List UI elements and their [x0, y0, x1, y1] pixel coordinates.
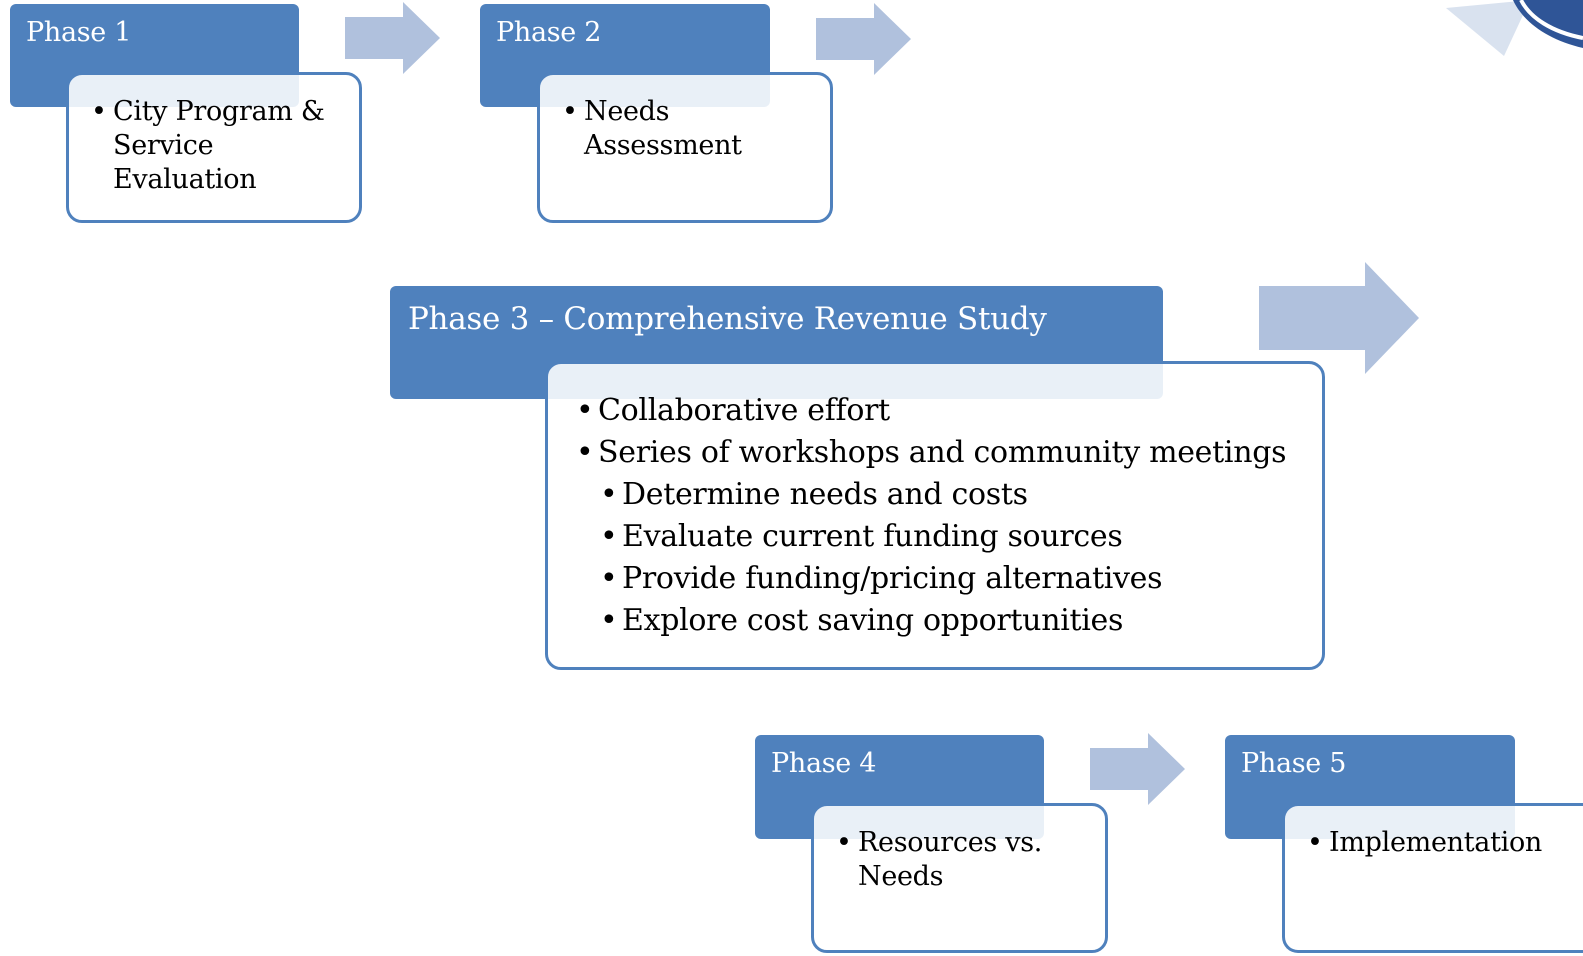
phase-2-card: Needs Assessment	[537, 72, 833, 223]
phase-2-bullet: Needs Assessment	[562, 95, 816, 163]
arrow-right-icon	[1090, 733, 1185, 805]
phase-3-sub-bullet: Explore cost saving opportunities	[600, 600, 1302, 642]
phase-4-card: Resources vs. Needs	[811, 803, 1108, 953]
logo-fragment-icon	[1446, 0, 1583, 56]
phase-3-sub-bullet: Provide funding/pricing alternatives	[600, 558, 1302, 600]
phase-5-bullet: Implementation	[1307, 826, 1569, 860]
arrow-right-icon	[345, 2, 440, 74]
arrow-right-icon	[816, 3, 911, 75]
phase-3-bullet: Collaborative effort	[576, 390, 1302, 432]
phase-5-card: Implementation	[1282, 803, 1583, 953]
phase-4-bullet: Resources vs. Needs	[836, 826, 1091, 894]
phase-3-sub-bullet: Determine needs and costs	[600, 474, 1302, 516]
phase-3-sub-bullet: Evaluate current funding sources	[600, 516, 1302, 558]
phase-3-card: Collaborative effort Series of workshops…	[545, 361, 1325, 670]
arrow-right-icon	[1259, 262, 1419, 374]
phase-3-bullet: Series of workshops and community meetin…	[576, 432, 1302, 474]
phase-1-card: City Program & Service Evaluation	[66, 72, 362, 223]
phase-1-bullet: City Program & Service Evaluation	[91, 95, 345, 197]
